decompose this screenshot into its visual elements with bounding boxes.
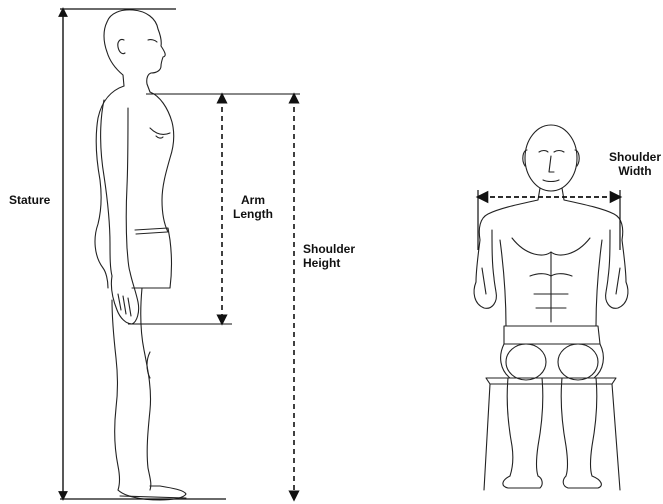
shoulder-height-label-line1: Shoulder: [303, 242, 355, 256]
shoulder-height-label: Shoulder Height: [303, 242, 355, 270]
shoulder-width-label-line2: Width: [604, 164, 663, 178]
shoulder-width-label: Shoulder Width: [604, 150, 663, 178]
shoulder-width-label-line1: Shoulder: [604, 150, 663, 164]
seated-figure: [474, 125, 628, 490]
standing-figure: [95, 10, 186, 500]
arm-length-label-line1: Arm: [228, 193, 278, 207]
arm-length-label: Arm Length: [228, 193, 278, 221]
shoulder-height-label-line2: Height: [303, 256, 355, 270]
stature-label: Stature: [9, 193, 50, 207]
arm-length-label-line2: Length: [228, 207, 278, 221]
